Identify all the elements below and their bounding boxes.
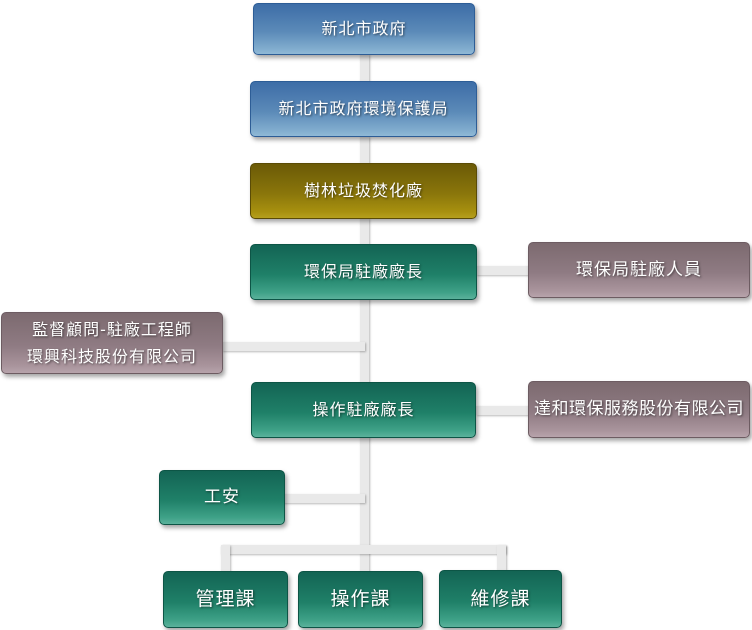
org-node-epb-resident-director: 環保局駐廠廠長 — [250, 244, 477, 300]
connector-director-staff — [476, 266, 529, 275]
org-node-label-line1: 監督顧問-駐廠工程師 — [32, 320, 192, 339]
org-node-epb: 新北市政府環境保護局 — [250, 81, 477, 137]
org-node-operation-section: 操作課 — [298, 571, 423, 628]
org-node-label: 達和環保服務股份有限公司 — [534, 399, 744, 420]
org-node-label: 環保局駐廠廠長 — [303, 261, 423, 281]
org-node-label: 新北市政府環境保護局 — [278, 98, 449, 118]
org-node-label: 管理課 — [195, 588, 256, 611]
org-node-maintenance-section: 維修課 — [439, 570, 562, 628]
org-node-label: 新北市政府 — [321, 18, 407, 38]
org-node-safety: 工安 — [159, 470, 285, 525]
connector-bar-admin-drop — [221, 545, 230, 572]
org-node-label: 樹林垃圾焚化廠 — [303, 180, 423, 200]
org-node-label: 環保局駐廠人員 — [576, 259, 702, 280]
org-node-epb-resident-staff: 環保局駐廠人員 — [528, 242, 750, 298]
org-node-label: 維修課 — [470, 587, 531, 610]
connector-sections-bar — [221, 545, 506, 554]
connector-bar-maintenance-drop — [497, 545, 506, 571]
connector-government-epb — [360, 54, 369, 82]
org-node-label-line2: 環興科技股份有限公司 — [26, 347, 197, 366]
org-node-government: 新北市政府 — [253, 3, 475, 55]
org-node-label: 工安 — [204, 487, 240, 508]
connector-safety-trunk — [283, 494, 365, 503]
connector-trunk-vertical — [360, 436, 369, 572]
org-node-admin-section: 管理課 — [163, 571, 288, 628]
connector-epb-plant — [360, 136, 369, 164]
org-node-operation-contractor: 達和環保服務股份有限公司 — [528, 381, 750, 438]
org-node-label: 操作駐廠廠長 — [312, 399, 415, 419]
connector-opdirector-contractor — [476, 406, 529, 415]
org-node-supervising-consultant: 監督顧問-駐廠工程師 環興科技股份有限公司 — [1, 312, 223, 374]
org-node-incineration-plant: 樹林垃圾焚化廠 — [250, 163, 477, 219]
org-node-operation-resident-director: 操作駐廠廠長 — [251, 382, 476, 438]
connector-plant-director — [360, 218, 369, 245]
connector-director-opdirector — [360, 298, 369, 384]
connector-consultant-trunk — [222, 342, 365, 351]
org-node-label: 操作課 — [330, 588, 391, 611]
